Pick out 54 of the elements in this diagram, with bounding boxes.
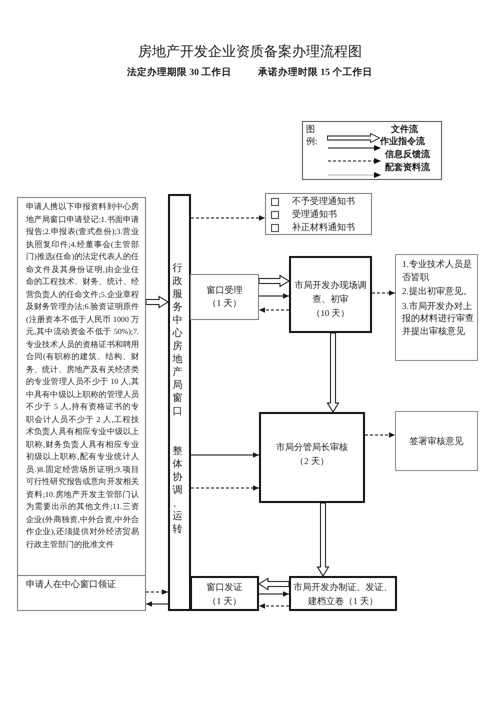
requirements-panel (17, 197, 146, 576)
band-text: 整体协调、运转 (172, 445, 183, 536)
note-item: 3.市局开发办对上报的材料进行审查并提出审核意见 (402, 300, 474, 336)
notice-item: 受理通知书 (292, 208, 337, 221)
hollow-arrow (326, 332, 340, 413)
legend-text: 配套资料流 (385, 161, 430, 173)
dashed-arrow (146, 589, 168, 595)
legend-text: 文件流 (391, 123, 418, 135)
dashed-arrow (258, 307, 290, 313)
step-text: 申请人在中心窗口领证 (26, 579, 116, 589)
hollow-arrow (258, 578, 290, 590)
legend-heading: 图例: (306, 123, 319, 147)
arrow (258, 293, 290, 299)
step-title: 市局开发办现场调查、初审 (294, 280, 366, 304)
hollow-arrow (258, 274, 290, 288)
step-box (190, 576, 259, 611)
notice-item: 补正材料通知书 (292, 221, 355, 234)
dashed-arrow (190, 485, 260, 491)
step-title: 窗口发证 (206, 582, 242, 592)
deadline-text: 法定办理期限 30 工作日 (127, 67, 232, 79)
step-box (289, 256, 372, 333)
step-text: 市局开发办制证、发证、建档立卷（1 天） (294, 582, 392, 606)
page-title: 房地产开发企业资质备案办理流程图 (138, 45, 362, 60)
deadline-text: 承诺办理时限 15 个工作日 (258, 67, 372, 79)
dashed-arrow (190, 215, 266, 221)
duration-text: （10 天） (312, 308, 350, 318)
step-box (259, 412, 365, 503)
band-text: 行政服务中心房地产局窗口 (172, 262, 183, 418)
arrow (146, 601, 168, 607)
dashed-arrow (258, 603, 290, 609)
step-title: 窗口受理 (206, 285, 242, 295)
step-box (190, 274, 259, 320)
step-box (17, 575, 146, 611)
note-item: 1.专业技术人员是否皆职 (402, 259, 472, 282)
legend-text: 信息反馈流 (385, 148, 430, 160)
note-panel (395, 254, 478, 361)
hollow-arrow (316, 502, 330, 577)
duration-text: （2 天） (295, 456, 329, 466)
notice-panel (265, 193, 372, 235)
note-text: 签署审核意见 (410, 436, 464, 446)
arrow (190, 452, 260, 458)
duration-text: （1 天） (208, 298, 242, 308)
notice-item: 不予受理通知书 (292, 195, 355, 208)
arrow (258, 591, 290, 597)
legend-text: 作业指令流 (380, 135, 425, 147)
hollow-arrow (146, 296, 169, 308)
note-panel (395, 411, 478, 471)
step-box (289, 576, 397, 611)
dashed-arrow (372, 290, 396, 296)
duration-text: （1 天） (208, 596, 242, 606)
step-title: 市局分管局长审核 (276, 442, 348, 452)
dashed-arrow (364, 432, 396, 438)
note-item: 2.提出初审意见。 (402, 286, 472, 296)
vertical-band (168, 194, 191, 611)
